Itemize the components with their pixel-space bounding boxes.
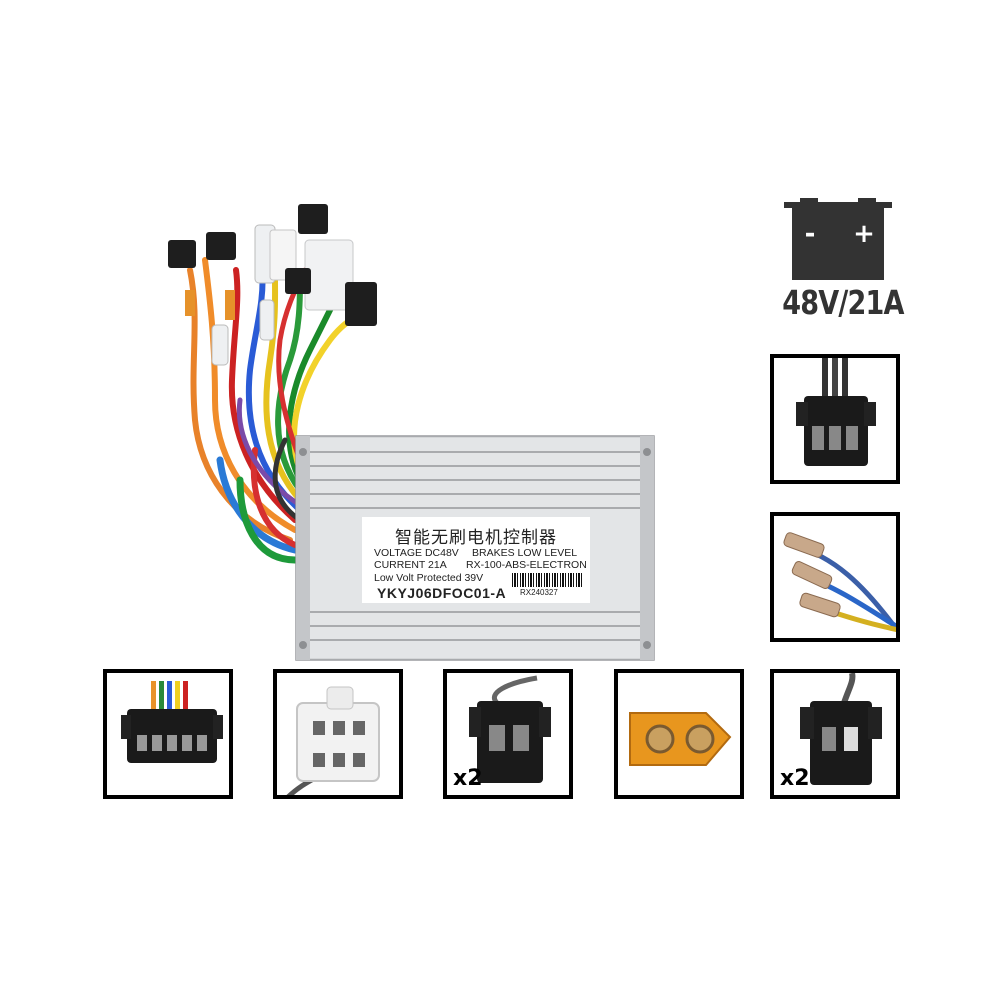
thumb-3pin-connector <box>770 354 900 484</box>
label-title: 智能无刷电机控制器 <box>395 528 557 548</box>
thumb-white-6pin-connector <box>273 669 403 799</box>
quantity-badge: x2 <box>780 766 810 791</box>
label-brakes: BRAKES LOW LEVEL <box>472 547 578 559</box>
label-low-volt: Low Volt Protected 39V <box>374 572 484 584</box>
label-model-line: RX-100-ABS-ELECTRON <box>466 559 587 571</box>
thumb-2pin-connector-b: x2 <box>770 669 900 799</box>
plus-sign: + <box>853 219 875 249</box>
thumb-2pin-connector-a: x2 <box>443 669 573 799</box>
controller-label: 智能无刷电机控制器 VOLTAGE DC48V BRAKES LOW LEVEL… <box>362 517 590 603</box>
thumb-xt60-connector <box>614 669 744 799</box>
battery-icon: - + <box>784 198 892 280</box>
spec-label: 48V/21A <box>782 283 904 322</box>
label-model: YKYJ06DFOC01-A <box>377 585 507 601</box>
minus-sign: - <box>805 219 816 249</box>
thumb-spade-terminals <box>770 512 900 642</box>
label-code: RX240327 <box>520 588 558 597</box>
label-voltage: VOLTAGE DC48V <box>374 547 459 559</box>
barcode <box>512 573 584 587</box>
quantity-badge: x2 <box>453 766 483 791</box>
thumb-6pin-connector <box>103 669 233 799</box>
label-current: CURRENT 21A <box>374 559 447 571</box>
